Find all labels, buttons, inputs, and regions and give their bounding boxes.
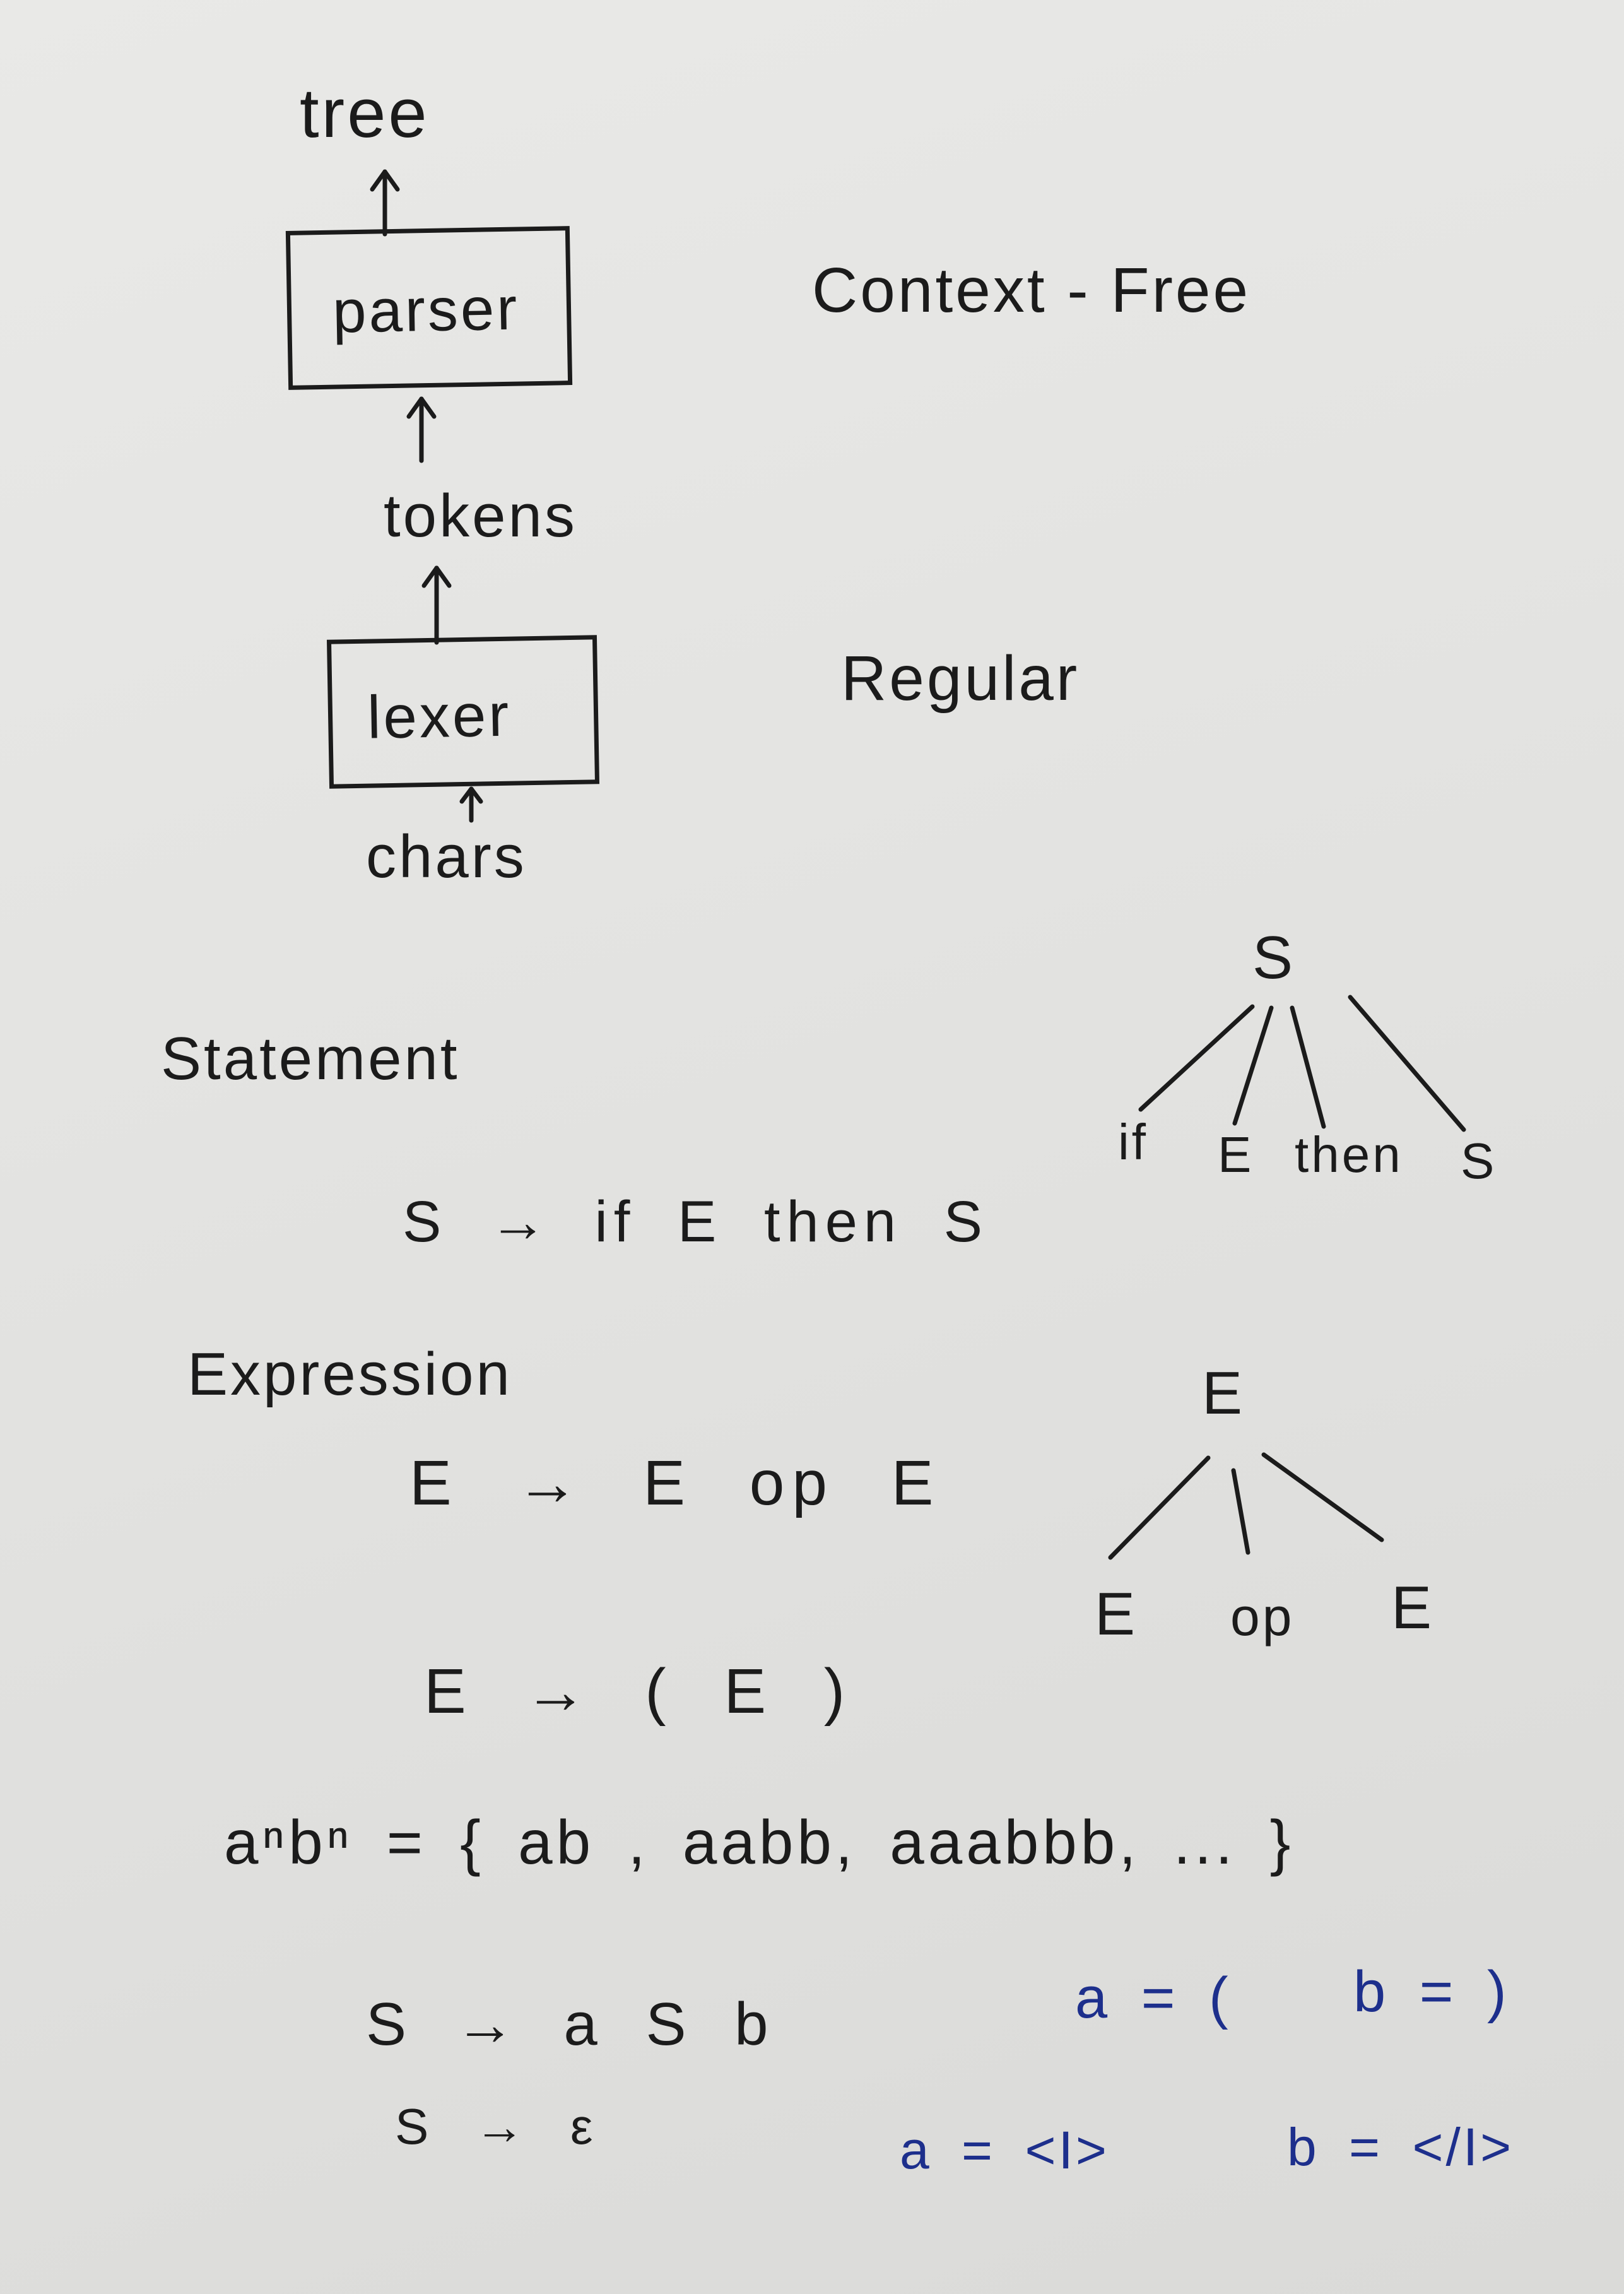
statement-tree-leaf: S [1461, 1133, 1497, 1189]
example-paren-b: b = ) [1353, 1960, 1509, 2024]
statement-tree-edges [1138, 995, 1466, 1132]
parser-box: parser [285, 226, 573, 390]
example-italic-b: b = </I> [1287, 2117, 1514, 2177]
statement-tree-leaf: then [1295, 1126, 1403, 1183]
arrow-chars-to-lexer [459, 786, 483, 823]
expression-rule: E → E op E [409, 1448, 941, 1518]
arrow-tokens-to-parser [406, 396, 437, 463]
expression-tree-leaf: E [1391, 1574, 1435, 1641]
parser-label: parser [332, 275, 521, 346]
example-italic-a: a = <I> [900, 2120, 1109, 2180]
statement-heading: Statement [161, 1025, 460, 1092]
expression-tree-edges [1108, 1452, 1384, 1560]
expression-heading: Expression [187, 1340, 512, 1408]
statement-tree-leaf: E [1218, 1126, 1254, 1183]
language-rule: S → a S b [366, 1990, 775, 2058]
statement-rule: S → if E then S [403, 1190, 989, 1254]
arrow-parser-to-tree [370, 169, 400, 237]
chars-label: chars [366, 823, 527, 890]
expression-tree-leaf: op [1230, 1587, 1295, 1647]
expression-tree-root: E [1202, 1359, 1245, 1427]
output-tree-label: tree [300, 74, 430, 152]
expression-rule: E → ( E ) [424, 1656, 853, 1727]
statement-tree-root: S [1252, 924, 1296, 991]
expression-tree-leaf: E [1095, 1580, 1138, 1648]
example-paren-a: a = ( [1075, 1966, 1231, 2030]
language-definition: aⁿbⁿ = { ab , aabb, aaabbb, ... } [224, 1807, 1295, 1877]
tokens-label: tokens [384, 482, 577, 550]
language-rule: S → ε [395, 2098, 599, 2155]
statement-tree-leaf: if [1118, 1114, 1148, 1170]
arrow-lexer-to-tokens [421, 565, 452, 645]
context-free-label: Context - Free [812, 255, 1251, 326]
lexer-box: lexer [326, 635, 600, 789]
regular-label: Regular [841, 643, 1080, 714]
lexer-label: lexer [367, 681, 512, 752]
